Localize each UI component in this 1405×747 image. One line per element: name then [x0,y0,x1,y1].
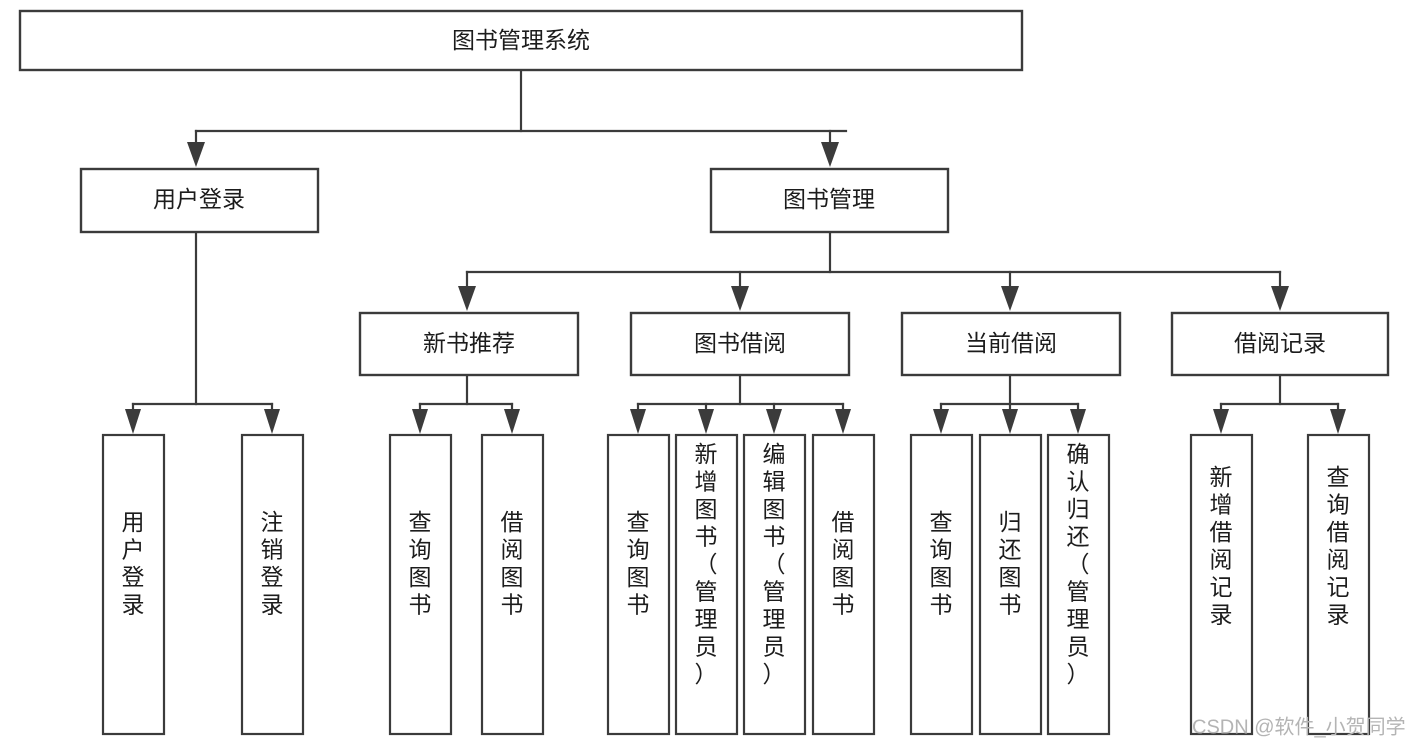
arrow-head-leaf-query-book-3 [933,409,949,434]
node-user-login[interactable]: 用户登录 [79,167,320,234]
node-leaf-return-book-label: 归还图书 [999,509,1022,618]
node-leaf-confirm-return-box[interactable] [1046,433,1111,736]
arrow-head-book-management [821,142,839,167]
node-leaf-query-book-3-label: 查询图书 [930,509,953,618]
node-leaf-user-login[interactable]: 用户登录 [101,433,166,736]
arrow-head-leaf-query-record [1330,409,1346,434]
node-leaf-borrow-book-1[interactable]: 借阅图书 [480,433,545,736]
node-leaf-query-record[interactable]: 查询借阅记录 [1306,433,1371,736]
node-leaf-add-record-box[interactable] [1189,433,1254,736]
node-leaf-borrow-book-2-label: 借阅图书 [832,509,855,618]
node-leaf-return-book[interactable]: 归还图书 [978,433,1043,736]
connector-group-new-book-recommend [412,373,520,434]
node-book-management-label: 图书管理 [783,186,875,212]
node-leaf-borrow-book-2-box[interactable] [811,433,876,736]
node-book-management-box[interactable] [709,167,950,234]
node-leaf-user-logout-box[interactable] [240,433,305,736]
node-borrow-record-label: 借阅记录 [1234,330,1326,356]
node-new-book-recommend[interactable]: 新书推荐 [358,311,580,377]
arrow-head-current-borrow [1001,286,1019,311]
node-leaf-add-record[interactable]: 新增借阅记录 [1189,433,1254,736]
node-book-borrow[interactable]: 图书借阅 [629,311,851,377]
node-leaf-borrow-book-2[interactable]: 借阅图书 [811,433,876,736]
connector-group-user-login [125,230,280,434]
connector-group-borrow-record [1213,373,1346,434]
node-leaf-borrow-book-1-box[interactable] [480,433,545,736]
node-borrow-record-box[interactable] [1170,311,1390,377]
arrow-head-leaf-user-login [125,409,141,434]
arrow-head-leaf-add-book [698,409,714,434]
node-borrow-record[interactable]: 借阅记录 [1170,311,1390,377]
node-leaf-add-book-box[interactable] [674,433,739,736]
connector-group-book-borrow [630,373,851,434]
connector-group-root [187,68,848,167]
arrow-head-leaf-add-record [1213,409,1229,434]
node-leaf-borrow-book-1-label: 借阅图书 [501,509,524,618]
connector-group-book-management [458,230,1289,311]
node-book-borrow-box[interactable] [629,311,851,377]
node-root[interactable]: 图书管理系统 [18,9,1024,72]
node-leaf-query-book-1-label: 查询图书 [409,509,432,618]
node-leaf-query-book-3[interactable]: 查询图书 [909,433,974,736]
node-leaf-add-book-label: 新增图书（管理员） [695,441,718,687]
node-book-borrow-label: 图书借阅 [694,330,786,356]
arrow-head-user-login [187,142,205,167]
node-leaf-add-record-label: 新增借阅记录 [1210,464,1233,628]
node-book-management[interactable]: 图书管理 [709,167,950,234]
node-leaf-user-login-box[interactable] [101,433,166,736]
node-leaf-user-logout-label: 注销登录 [261,509,284,618]
node-leaf-confirm-return-label: 确认归还（管理员） [1067,441,1090,687]
arrow-head-leaf-query-book-1 [412,409,428,434]
arrow-head-leaf-user-logout [264,409,280,434]
node-leaf-edit-book-label: 编辑图书（管理员） [763,441,786,687]
connector-group-current-borrow [933,373,1086,434]
node-leaf-query-book-2-label: 查询图书 [627,509,650,618]
node-leaf-query-book-1-box[interactable] [388,433,453,736]
node-leaf-query-book-2-box[interactable] [606,433,671,736]
node-new-book-recommend-label: 新书推荐 [423,330,515,356]
node-leaf-query-record-label: 查询借阅记录 [1327,464,1350,628]
node-root-label: 图书管理系统 [452,27,590,53]
node-current-borrow[interactable]: 当前借阅 [900,311,1122,377]
node-leaf-confirm-return[interactable]: 确认归还（管理员） [1046,433,1111,736]
node-user-login-box[interactable] [79,167,320,234]
node-leaf-return-book-box[interactable] [978,433,1043,736]
node-root-box[interactable] [18,9,1024,72]
node-leaf-edit-book[interactable]: 编辑图书（管理员） [742,433,807,736]
node-leaf-add-book[interactable]: 新增图书（管理员） [674,433,739,736]
node-leaf-query-book-2[interactable]: 查询图书 [606,433,671,736]
arrow-head-new-book-recommend [458,286,476,311]
node-current-borrow-box[interactable] [900,311,1122,377]
node-new-book-recommend-box[interactable] [358,311,580,377]
node-leaf-edit-book-box[interactable] [742,433,807,736]
node-leaf-user-login-label: 用户登录 [122,509,145,618]
node-leaf-query-record-box[interactable] [1306,433,1371,736]
node-user-login-label: 用户登录 [153,186,245,212]
arrow-head-leaf-return-book [1002,409,1018,434]
arrow-head-leaf-borrow-book-1 [504,409,520,434]
watermark-label: CSDN @软件_小贺同学 [1192,715,1405,738]
node-current-borrow-label: 当前借阅 [965,330,1057,356]
arrow-head-leaf-edit-book [766,409,782,434]
arrow-head-book-borrow [731,286,749,311]
arrow-head-leaf-query-book-2 [630,409,646,434]
node-leaf-user-logout[interactable]: 注销登录 [240,433,305,736]
arrow-head-leaf-confirm-return [1070,409,1086,434]
arrow-head-borrow-record [1271,286,1289,311]
node-leaf-query-book-3-box[interactable] [909,433,974,736]
arrow-head-leaf-borrow-book-2 [835,409,851,434]
node-leaf-query-book-1[interactable]: 查询图书 [388,433,453,736]
